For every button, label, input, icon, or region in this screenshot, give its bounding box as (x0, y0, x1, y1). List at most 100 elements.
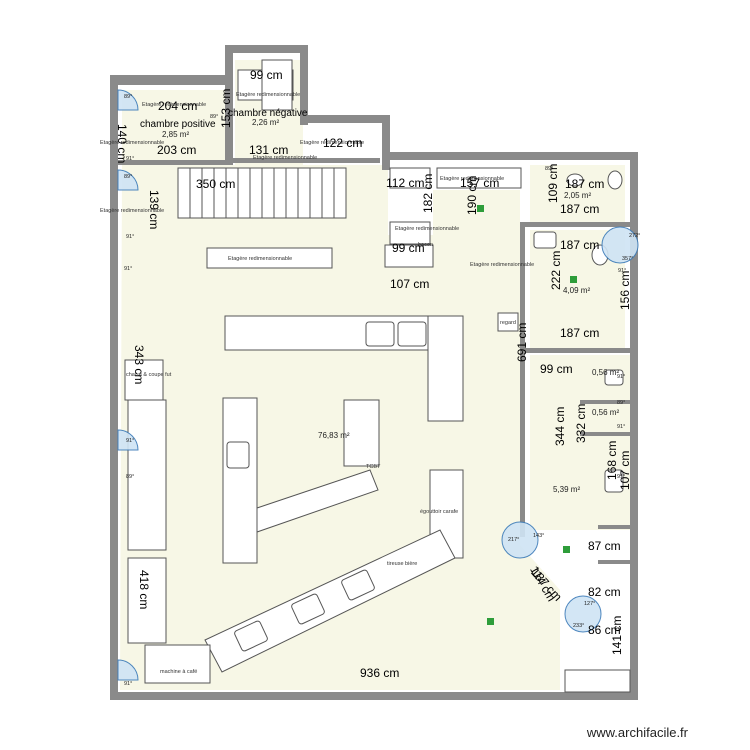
svg-text:91°: 91° (124, 266, 132, 272)
area-wc1: 2,05 m² (564, 191, 591, 200)
svg-text:182 cm: 182 cm (421, 174, 435, 213)
shelf-stairs (206, 247, 333, 269)
svg-text:156 cm: 156 cm (618, 271, 632, 310)
area-chambre-negative: 2,26 m² (252, 118, 279, 127)
angle-labels: 89° 91° 89° 91° 91° 89° 91° 91° 89° 272°… (124, 94, 640, 687)
svg-text:187 cm: 187 cm (560, 326, 599, 340)
svg-text:109 cm: 109 cm (546, 164, 560, 203)
sinks (226, 170, 624, 652)
svg-text:89°: 89° (124, 174, 132, 180)
regard-box (497, 312, 519, 332)
svg-text:233°: 233° (573, 623, 584, 629)
svg-text:168 cm: 168 cm (605, 441, 619, 480)
coffee-machine (144, 644, 211, 684)
bar-counter (204, 529, 456, 673)
label-regard: regard (500, 320, 516, 326)
label-bacon: bacon (418, 242, 433, 248)
svg-text:127°: 127° (584, 601, 595, 607)
wall-unit-left (127, 399, 167, 551)
svg-text:91°: 91° (126, 156, 134, 162)
svg-text:89°: 89° (124, 94, 132, 100)
svg-text:89°: 89° (210, 114, 218, 120)
shelf-top-right (436, 167, 522, 189)
svg-text:91°: 91° (617, 474, 625, 480)
room-labels: chambre positive 2,85 m² chambre négativ… (140, 108, 619, 494)
svg-text:691 cm: 691 cm (515, 323, 529, 362)
area-small1: 0,56 m² (592, 368, 619, 377)
svg-text:99 cm: 99 cm (250, 68, 283, 82)
svg-text:Etagère redimensionnable: Etagère redimensionnable (300, 140, 364, 146)
svg-text:86 cm: 86 cm (588, 623, 621, 637)
furniture-labels: Etagère redimensionnable Etagère redimen… (100, 92, 534, 675)
walls (110, 45, 638, 700)
island-mid (343, 399, 380, 467)
svg-text:107 cm: 107 cm (390, 277, 429, 291)
svg-text:343 cm: 343 cm (132, 345, 146, 384)
island-left (222, 397, 258, 564)
svg-text:187 cm: 187 cm (560, 238, 599, 252)
svg-text:203 cm: 203 cm (157, 143, 196, 157)
svg-text:139 cm: 139 cm (147, 190, 161, 229)
room-chambre-positive: chambre positive (140, 119, 216, 130)
shelf-small-top (389, 167, 431, 189)
label-egouttoir: égouttoir carafe (420, 509, 458, 515)
svg-text:Etagère redimensionnable: Etagère redimensionnable (440, 176, 504, 182)
svg-text:222 cm: 222 cm (549, 251, 563, 290)
svg-text:332 cm: 332 cm (574, 404, 588, 443)
svg-text:99 cm: 99 cm (392, 241, 425, 255)
credit-link[interactable]: www.archifacile.fr (586, 725, 688, 740)
label-chaise: chaise & coupe fut (126, 372, 172, 378)
bacon-box (389, 221, 431, 245)
svg-text:Etagère redimensionnable: Etagère redimensionnable (100, 208, 164, 214)
svg-text:89°: 89° (126, 474, 134, 480)
chaise-unit (124, 359, 164, 401)
label-tireuse: tireuse bière (387, 561, 417, 567)
frigo-unit (127, 557, 167, 644)
svg-text:Etagère redimensionnable: Etagère redimensionnable (100, 140, 164, 146)
svg-text:350 cm: 350 cm (196, 177, 235, 191)
svg-text:107 cm: 107 cm (618, 451, 632, 490)
svg-text:187 cm: 187 cm (565, 177, 604, 191)
svg-text:122 cm: 122 cm (323, 136, 362, 150)
svg-text:140 cm: 140 cm (115, 124, 129, 163)
svg-text:91°: 91° (124, 681, 132, 687)
bottom-right-unit (564, 669, 631, 693)
svg-text:187 cm: 187 cm (560, 202, 599, 216)
svg-text:Etagère redimensionnable: Etagère redimensionnable (253, 155, 317, 161)
svg-text:91°: 91° (617, 424, 625, 430)
doors (117, 89, 639, 681)
svg-text:Etagère redimensionnable: Etagère redimensionnable (236, 92, 300, 98)
svg-text:344 cm: 344 cm (553, 407, 567, 446)
markers (477, 205, 577, 625)
svg-text:936 cm: 936 cm (360, 666, 399, 680)
svg-text:204 cm: 204 cm (158, 99, 197, 113)
bacon-box-2 (384, 244, 434, 268)
svg-text:143°: 143° (533, 533, 544, 539)
counter-top (224, 315, 464, 351)
svg-text:112 cm: 112 cm (386, 176, 424, 190)
room-chambre-negative: chambre négative (228, 108, 308, 119)
diagonal-counter (256, 469, 379, 533)
svg-text:Etagère redimensionnable: Etagère redimensionnable (228, 256, 292, 262)
svg-text:153 cm: 153 cm (219, 89, 233, 128)
area-wc2: 4,09 m² (563, 286, 590, 295)
chamber-neg-shelf-2 (261, 59, 293, 111)
svg-text:131 cm: 131 cm (249, 143, 288, 157)
svg-text:89°: 89° (545, 166, 553, 172)
svg-text:272°: 272° (629, 233, 640, 239)
label-machine: machine à café (160, 669, 197, 675)
svg-text:82 cm: 82 cm (588, 585, 621, 599)
svg-text:91°: 91° (126, 438, 134, 444)
svg-text:418 cm: 418 cm (137, 570, 151, 609)
svg-text:217°: 217° (508, 537, 519, 543)
staircase (177, 167, 347, 219)
svg-text:99 cm: 99 cm (540, 362, 573, 376)
dimension-labels: 99 cm 204 cm 140 cm 153 cm 203 cm 131 cm… (115, 68, 632, 680)
svg-text:Etagère redimensionnable: Etagère redimensionnable (470, 262, 534, 268)
svg-text:157 cm: 157 cm (460, 176, 499, 190)
svg-text:89°: 89° (617, 400, 625, 406)
svg-text:Etagère redimensionnable: Etagère redimensionnable (142, 102, 206, 108)
svg-text:91°: 91° (617, 374, 625, 380)
svg-text:91°: 91° (618, 268, 626, 274)
